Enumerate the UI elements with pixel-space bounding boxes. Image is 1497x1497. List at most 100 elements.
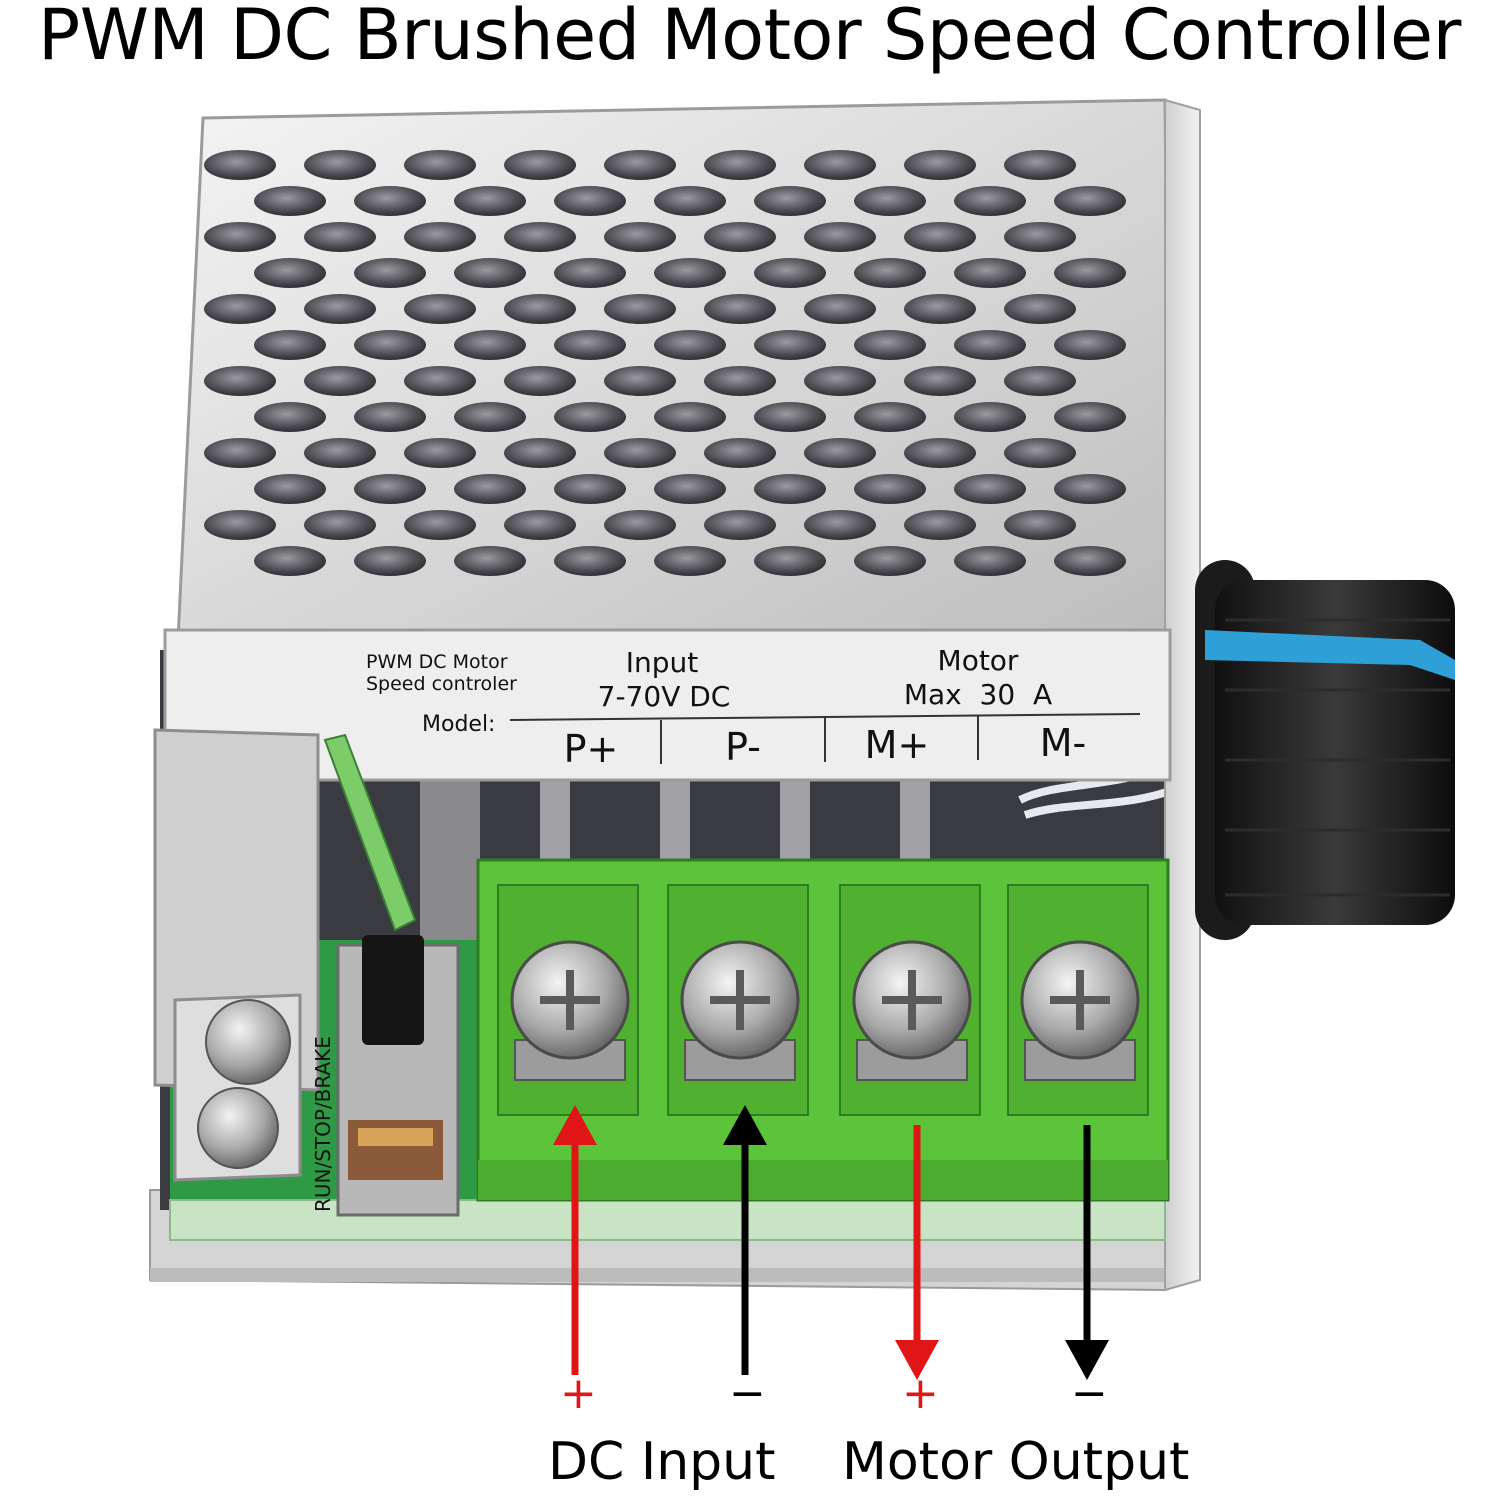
vent-hole — [654, 258, 726, 288]
vent-hole — [754, 474, 826, 504]
vent-hole — [804, 366, 876, 396]
vent-holes — [204, 150, 1126, 576]
perforated-cover — [176, 98, 1172, 642]
vent-hole — [954, 186, 1026, 216]
product-name-line1: PWM DC Motor — [366, 651, 508, 673]
vent-hole — [204, 222, 276, 252]
vent-hole — [454, 186, 526, 216]
vent-hole — [554, 402, 626, 432]
vent-hole — [304, 150, 376, 180]
vent-hole — [404, 150, 476, 180]
vent-hole — [604, 510, 676, 540]
vent-hole — [354, 258, 426, 288]
vent-hole — [354, 474, 426, 504]
arrow-down-icon — [1065, 1340, 1109, 1380]
vent-hole — [854, 402, 926, 432]
vent-hole — [204, 510, 276, 540]
vent-hole — [504, 366, 576, 396]
vent-hole — [1054, 474, 1126, 504]
motor-output-caption: Motor Output — [842, 1432, 1190, 1492]
vent-hole — [504, 510, 576, 540]
vent-hole — [404, 510, 476, 540]
vent-hole — [504, 150, 576, 180]
vent-hole — [254, 546, 326, 576]
vent-hole — [304, 438, 376, 468]
vent-hole — [754, 402, 826, 432]
dc-input-caption: DC Input — [548, 1432, 776, 1492]
input-title: Input — [626, 646, 699, 679]
vent-hole — [954, 402, 1026, 432]
terminal-label-m-plus: M+ — [865, 723, 930, 767]
vent-hole — [654, 474, 726, 504]
vent-hole — [654, 402, 726, 432]
vent-hole — [504, 294, 576, 324]
vent-hole — [404, 438, 476, 468]
vent-hole — [854, 546, 926, 576]
vent-hole — [504, 222, 576, 252]
vent-hole — [304, 366, 376, 396]
vent-hole — [954, 330, 1026, 360]
mounting-bracket — [153, 728, 320, 1182]
vent-hole — [204, 438, 276, 468]
switch-mode-label: RUN/STOP/BRAKE — [311, 1036, 335, 1212]
model-label: Model: — [422, 712, 495, 737]
vent-hole — [754, 186, 826, 216]
arrow-up-icon — [723, 1105, 767, 1145]
heatsink-fins — [420, 780, 930, 940]
vent-hole — [354, 402, 426, 432]
dc-input-minus-sign: − — [729, 1368, 766, 1419]
bracket-screw-icon — [205, 999, 291, 1085]
vent-hole — [354, 186, 426, 216]
vent-hole — [554, 186, 626, 216]
vent-hole — [454, 330, 526, 360]
vent-hole — [754, 546, 826, 576]
terminal-label-m-minus: M- — [1040, 721, 1087, 765]
vent-hole — [454, 402, 526, 432]
vent-hole — [1054, 402, 1126, 432]
vent-hole — [654, 186, 726, 216]
vent-hole — [804, 294, 876, 324]
vent-hole — [404, 294, 476, 324]
run-stop-brake-switch[interactable]: RUN/STOP/BRAKE — [311, 935, 460, 1217]
vent-hole — [1004, 150, 1076, 180]
vent-hole — [604, 294, 676, 324]
vent-hole — [254, 474, 326, 504]
terminal-block — [476, 858, 1170, 1202]
vent-hole — [1004, 366, 1076, 396]
switch-slider[interactable] — [362, 935, 424, 1045]
dc-input-plus-sign: + — [560, 1368, 597, 1419]
vent-hole — [904, 510, 976, 540]
vent-hole — [554, 546, 626, 576]
vent-hole — [954, 474, 1026, 504]
vent-hole — [604, 438, 676, 468]
vent-hole — [804, 510, 876, 540]
arrow-down-icon — [895, 1340, 939, 1380]
vent-hole — [754, 330, 826, 360]
vent-hole — [254, 330, 326, 360]
vent-hole — [704, 222, 776, 252]
product-name-line2: Speed controler — [366, 673, 517, 695]
motor-max-current: Max 30 A — [904, 678, 1052, 711]
vent-hole — [1054, 258, 1126, 288]
vent-hole — [754, 258, 826, 288]
bracket-screw-icon — [197, 1087, 279, 1169]
vent-hole — [854, 258, 926, 288]
vent-hole — [604, 366, 676, 396]
vent-hole — [804, 222, 876, 252]
vent-hole — [204, 150, 276, 180]
vent-hole — [1004, 510, 1076, 540]
vent-hole — [254, 258, 326, 288]
vent-hole — [804, 438, 876, 468]
vent-hole — [604, 150, 676, 180]
vent-hole — [454, 258, 526, 288]
speed-knob[interactable] — [1195, 560, 1455, 940]
vent-hole — [804, 150, 876, 180]
vent-hole — [954, 546, 1026, 576]
vent-hole — [354, 330, 426, 360]
vent-hole — [704, 510, 776, 540]
green-sleeve — [323, 733, 417, 932]
screw-slot-icon — [882, 970, 942, 1030]
arrow-up-icon — [553, 1105, 597, 1145]
vent-hole — [254, 402, 326, 432]
motor-title: Motor — [938, 644, 1019, 677]
